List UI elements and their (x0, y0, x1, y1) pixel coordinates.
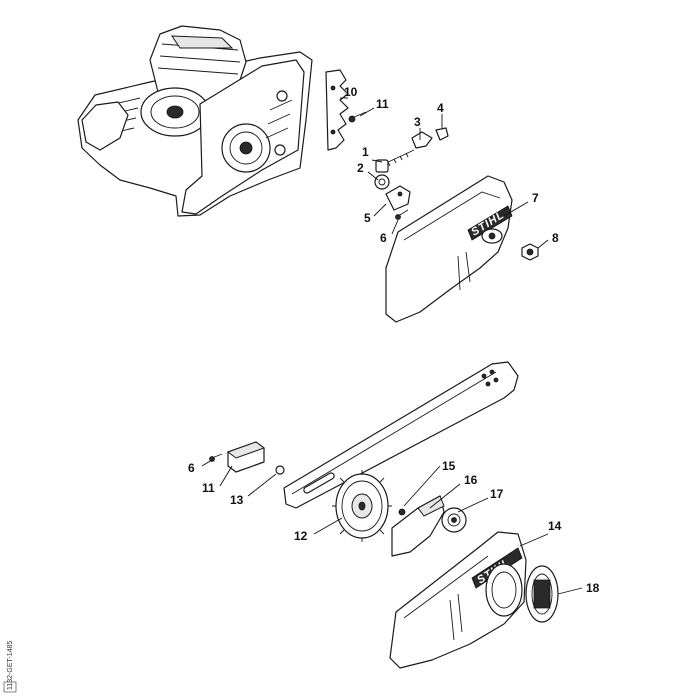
part-5 (385, 185, 411, 211)
callout-5: 5 (364, 211, 371, 225)
part-sprocket-cover-7: STIHL (385, 175, 513, 323)
callout-17: 17 (490, 487, 504, 501)
part-cap-18 (525, 565, 559, 623)
callout-4: 4 (437, 101, 444, 115)
part-bumper-spike (325, 69, 349, 151)
callout-11: 11 (202, 481, 215, 495)
callout-7: 7 (532, 191, 539, 205)
callout-12: 12 (294, 529, 308, 543)
part-sprocket-cover-14: STIHL (389, 531, 527, 669)
part-block-11 (226, 441, 266, 473)
part-plate-16 (391, 495, 445, 557)
part-screw-10 (348, 111, 367, 123)
callout-6-bottom: 6 (188, 461, 195, 475)
callout-8: 8 (552, 231, 559, 245)
part-guide-bar (283, 361, 519, 509)
callout-labels: 10 11 3 4 1 2 5 6 7 8 6 11 13 12 15 16 1… (188, 85, 600, 595)
part-4 (435, 127, 449, 141)
drawing-code-box (3, 681, 17, 693)
callout-16: 16 (464, 473, 478, 487)
part-nut-13 (275, 465, 285, 475)
part-screw-6-top (395, 209, 409, 220)
part-3 (411, 131, 433, 149)
part-nut-17 (441, 507, 467, 533)
part-tensioner-screw-1 (375, 149, 415, 173)
callout-3: 3 (414, 115, 421, 129)
callout-6-top: 6 (380, 231, 387, 245)
callout-14: 14 (548, 519, 562, 533)
drawing-code: 1132-GET-1485 (7, 641, 14, 690)
callout-9: 10 (344, 85, 358, 99)
engine-powerhead (77, 25, 313, 217)
leader-lines (201, 97, 583, 595)
part-gear-2 (374, 174, 390, 190)
part-screw-15 (398, 508, 406, 516)
callout-13: 13 (230, 493, 244, 507)
part-nut-8 (521, 243, 539, 261)
callout-1: 1 (362, 145, 369, 159)
part-sprocket-12 (332, 470, 392, 542)
callout-15: 15 (442, 459, 456, 473)
callout-10: 11 (376, 97, 389, 111)
callout-2: 2 (357, 161, 364, 175)
callout-18: 18 (586, 581, 600, 595)
